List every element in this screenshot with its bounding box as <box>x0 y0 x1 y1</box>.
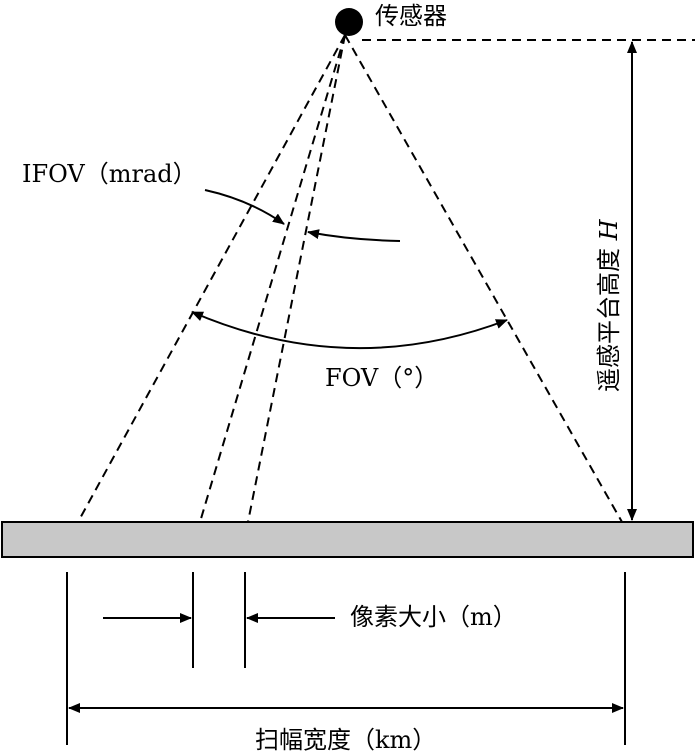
view-rays <box>77 34 695 523</box>
ifov-arrow-right <box>307 229 401 242</box>
fov-arc <box>191 311 508 350</box>
sensor-label: 传感器 <box>375 2 447 30</box>
height-label-text: 遥感平台高度 <box>595 248 623 392</box>
height-symbol: H <box>595 219 623 241</box>
fov-label: FOV（°） <box>325 364 439 392</box>
height-label: 遥感平台高度 H <box>595 219 623 392</box>
sensor-dot <box>335 8 363 36</box>
ground-surface <box>1 521 694 558</box>
pixel-size-label: 像素大小（m） <box>350 603 517 631</box>
swath-width-label: 扫幅宽度（km） <box>255 726 437 754</box>
ifov-arrow-left <box>204 189 285 225</box>
ifov-label: IFOV（mrad） <box>22 160 197 188</box>
